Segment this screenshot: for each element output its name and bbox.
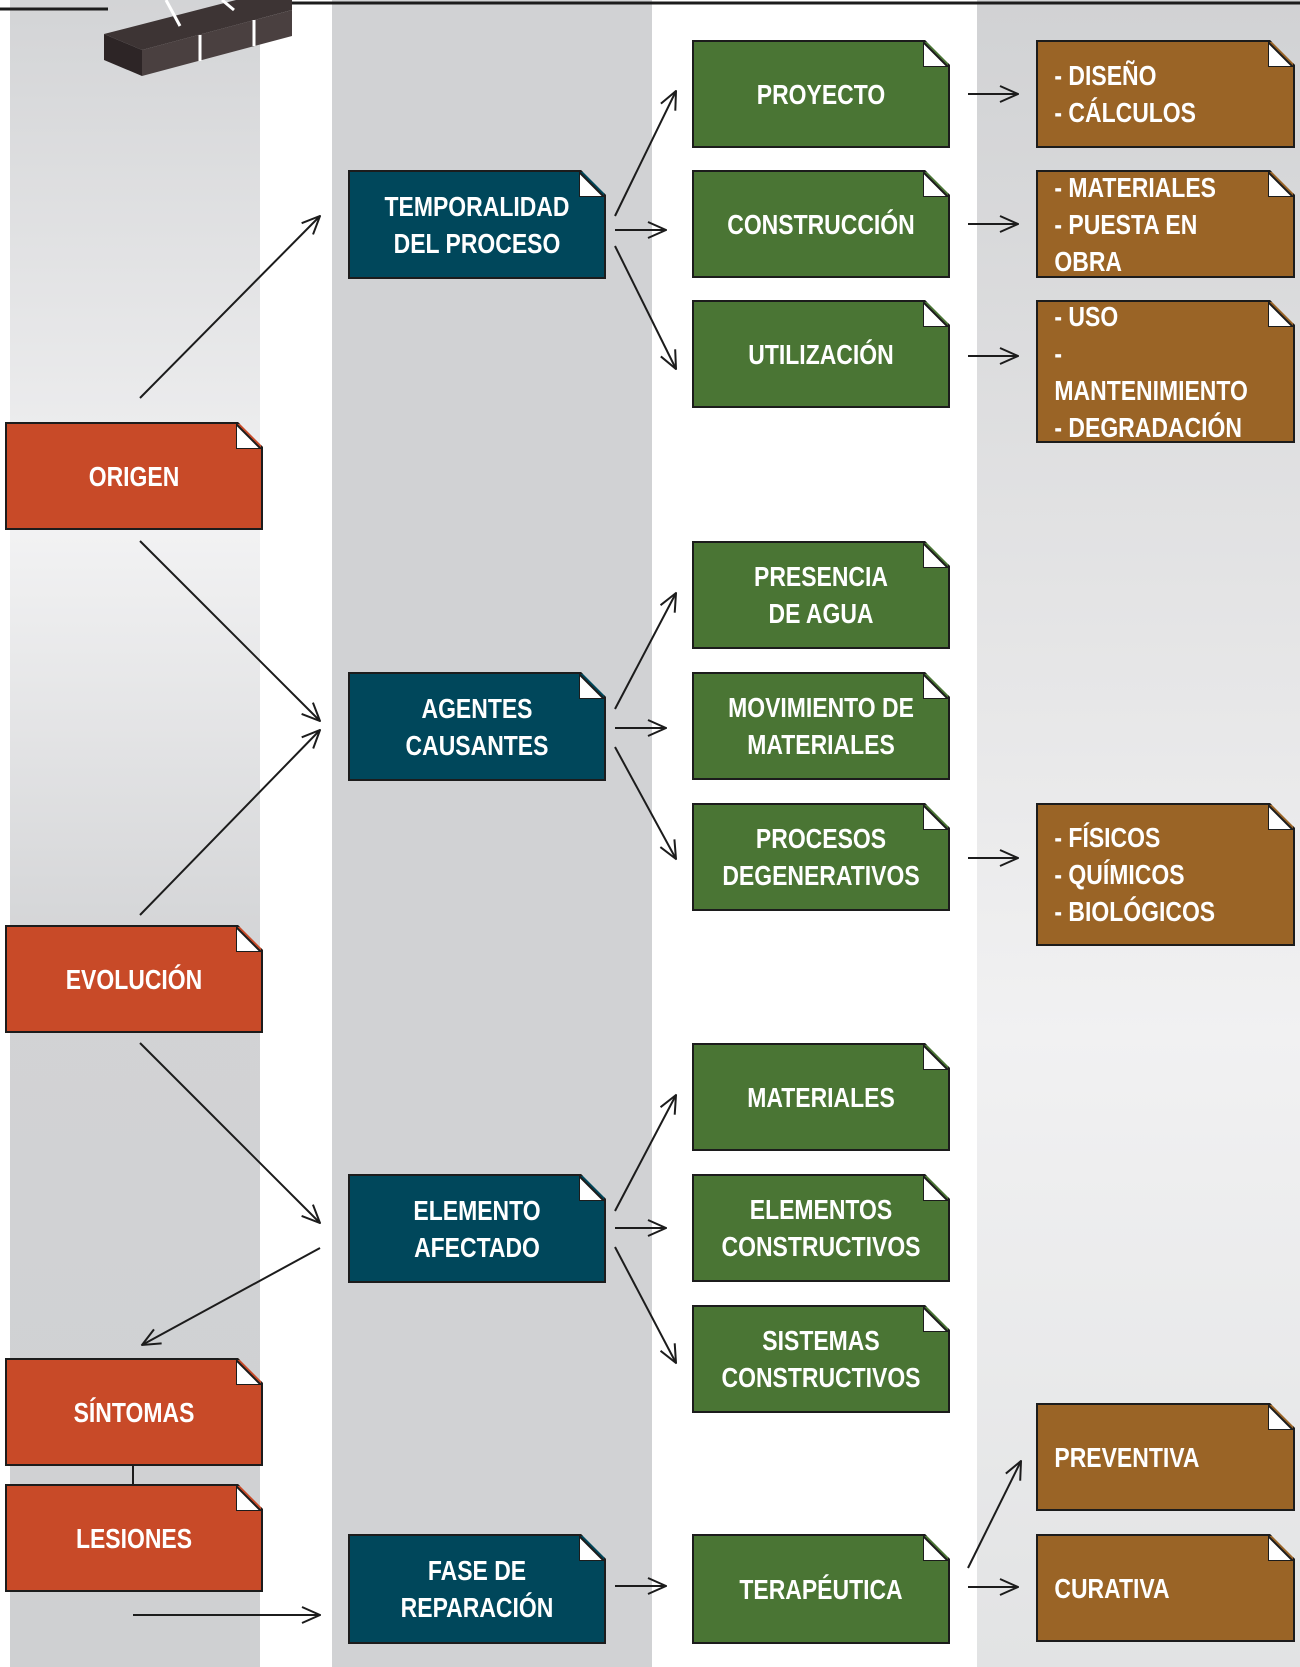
- node-origen: ORIGEN: [5, 422, 263, 530]
- node-evolucion-label: EVOLUCIÓN: [65, 963, 203, 995]
- arrow-origen-agentes: [139, 540, 320, 721]
- node-materiales-obra: - MATERIALES - PUESTA EN OBRA: [1036, 170, 1295, 278]
- node-materiales: MATERIALES: [692, 1043, 950, 1151]
- node-elemento: ELEMENTO AFECTADO: [348, 1174, 606, 1283]
- node-terapeutica-label: TERAPÉUTICA: [739, 1573, 903, 1605]
- node-movimiento: MOVIMIENTO DE MATERIALES: [692, 672, 950, 780]
- node-temporalidad: TEMPORALIDAD DEL PROCESO: [348, 170, 606, 279]
- node-elementos: ELEMENTOS CONSTRUCTIVOS: [692, 1174, 950, 1282]
- node-materiales-obra-label: - MATERIALES - PUESTA EN OBRA: [1054, 171, 1216, 277]
- node-elementos-label: ELEMENTOS CONSTRUCTIVOS: [721, 1194, 921, 1262]
- arrow-elemento-sistemas: [614, 1246, 676, 1363]
- node-origen-label: ORIGEN: [88, 460, 180, 492]
- arrow-elemento-sintomas: [142, 1247, 321, 1345]
- node-fisicos: - FÍSICOS - QUÍMICOS - BIOLÓGICOS: [1036, 803, 1295, 946]
- node-sistemas-label: SISTEMAS CONSTRUCTIVOS: [721, 1325, 921, 1393]
- arrow-temporalidad-utilizacion: [614, 245, 676, 369]
- node-utilizacion-label: UTILIZACIÓN: [748, 338, 894, 370]
- node-diseno-label: - DISEÑO - CÁLCULOS: [1054, 60, 1196, 128]
- node-uso: - USO - MANTENIMIENTO - DEGRADACIÓN: [1036, 300, 1295, 443]
- node-fase-label: FASE DE REPARACIÓN: [400, 1555, 554, 1623]
- node-construccion: CONSTRUCCIÓN: [692, 170, 950, 278]
- node-movimiento-label: MOVIMIENTO DE MATERIALES: [728, 692, 914, 760]
- node-curativa-label: CURATIVA: [1054, 1572, 1170, 1604]
- arrow-elemento-materiales: [614, 1095, 676, 1212]
- node-agentes: AGENTES CAUSANTES: [348, 672, 606, 781]
- node-temporalidad-label: TEMPORALIDAD DEL PROCESO: [384, 190, 570, 259]
- node-diseno: - DISEÑO - CÁLCULOS: [1036, 40, 1295, 148]
- node-preventiva-label: PREVENTIVA: [1054, 1441, 1200, 1473]
- node-proyecto-label: PROYECTO: [756, 78, 886, 110]
- node-sintomas: SÍNTOMAS: [5, 1358, 263, 1466]
- node-utilizacion: UTILIZACIÓN: [692, 300, 950, 408]
- node-sintomas-label: SÍNTOMAS: [73, 1396, 195, 1428]
- connector-arrows: [132, 91, 1021, 1615]
- node-lesiones: LESIONES: [5, 1484, 263, 1592]
- node-fisicos-label: - FÍSICOS - QUÍMICOS - BIOLÓGICOS: [1054, 822, 1216, 927]
- node-proyecto: PROYECTO: [692, 40, 950, 148]
- arrow-terapeutica-preventiva: [967, 1461, 1021, 1569]
- node-fase: FASE DE REPARACIÓN: [348, 1534, 606, 1644]
- arrow-evolucion-agentes: [139, 730, 320, 916]
- arrow-origen-temporalidad: [139, 216, 320, 399]
- node-lesiones-label: LESIONES: [75, 1522, 193, 1554]
- node-uso-label: - USO - MANTENIMIENTO - DEGRADACIÓN: [1054, 300, 1248, 443]
- header-rule: [0, 1, 1300, 11]
- node-presencia-label: PRESENCIA DE AGUA: [754, 561, 888, 629]
- node-construccion-label: CONSTRUCCIÓN: [727, 208, 915, 240]
- node-preventiva: PREVENTIVA: [1036, 1403, 1295, 1511]
- node-evolucion: EVOLUCIÓN: [5, 925, 263, 1033]
- node-terapeutica: TERAPÉUTICA: [692, 1534, 950, 1644]
- arrow-evolucion-elemento: [139, 1042, 320, 1223]
- node-agentes-label: AGENTES CAUSANTES: [405, 692, 549, 761]
- node-procesos: PROCESOS DEGENERATIVOS: [692, 803, 950, 911]
- node-sistemas: SISTEMAS CONSTRUCTIVOS: [692, 1305, 950, 1413]
- node-materiales-label: MATERIALES: [747, 1081, 895, 1113]
- arrow-agentes-procesos: [614, 746, 676, 859]
- arrow-temporalidad-proyecto: [614, 91, 676, 217]
- node-presencia: PRESENCIA DE AGUA: [692, 541, 950, 649]
- node-procesos-label: PROCESOS DEGENERATIVOS: [722, 823, 920, 891]
- arrow-agentes-presencia: [614, 593, 676, 710]
- node-curativa: CURATIVA: [1036, 1534, 1295, 1642]
- node-elemento-label: ELEMENTO AFECTADO: [413, 1194, 541, 1263]
- brick-wall-icon: [104, 0, 292, 76]
